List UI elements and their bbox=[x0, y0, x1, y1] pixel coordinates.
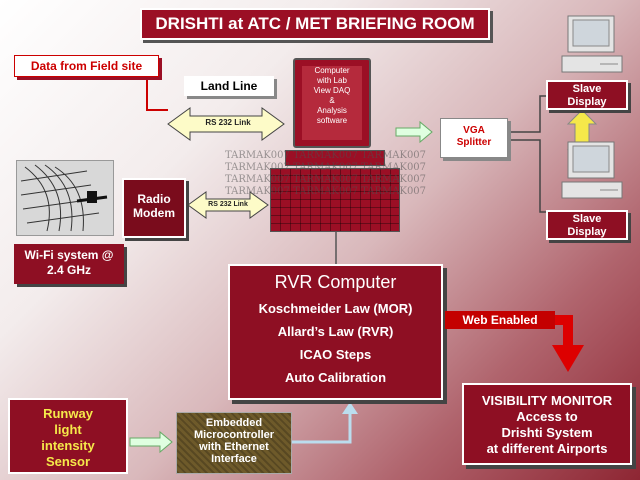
visibility-line: VISIBILITY MONITOR bbox=[481, 393, 613, 408]
rs232-top-label: RS 232 Link bbox=[205, 118, 251, 127]
sensor-line: Runway bbox=[43, 406, 93, 421]
computer-label-line: View DAQ bbox=[313, 86, 351, 95]
land-line-label: Land Line bbox=[184, 76, 274, 96]
web-arrow-head bbox=[552, 345, 584, 372]
computer-label-line: & bbox=[329, 96, 335, 105]
watermark: TARMAK007 TARMAK007 TARMAK007 TARMAK007 … bbox=[225, 150, 495, 198]
sensor-arrow bbox=[129, 430, 173, 454]
watermark-line: TARMAK007 TARMAK007 TARMAK007 bbox=[225, 150, 427, 161]
slave-display-2: Slave Display bbox=[546, 210, 628, 240]
rvr-computer-box: RVR Computer Koschmeider Law (MOR) Allar… bbox=[228, 264, 443, 400]
vga-to-slave2 bbox=[508, 139, 548, 213]
visibility-monitor-box: VISIBILITY MONITOR Access to Drishti Sys… bbox=[462, 383, 632, 465]
computer-label: Computer with Lab View DAQ & Analysis so… bbox=[302, 66, 362, 140]
computer-label-line: Computer bbox=[314, 66, 350, 75]
page-title: DRISHTI at ATC / MET BRIEFING ROOM bbox=[140, 8, 490, 40]
slave-display-line: Slave bbox=[572, 213, 602, 225]
sensor-line: light bbox=[54, 422, 82, 437]
rvr-heading: RVR Computer bbox=[274, 272, 397, 292]
web-enabled-label: Web Enabled bbox=[445, 311, 555, 329]
field-connector bbox=[146, 78, 168, 111]
micro-line: Microcontroller bbox=[193, 429, 275, 441]
vga-line: Splitter bbox=[456, 137, 492, 148]
rvr-item: Auto Calibration bbox=[284, 370, 387, 385]
micro-line: Interface bbox=[211, 453, 257, 465]
radio-modem-box: Radio Modem bbox=[122, 178, 186, 238]
wifi-label-line: Wi-Fi system @ bbox=[24, 248, 114, 262]
radio-modem-line: Modem bbox=[133, 206, 175, 220]
rvr-item: Koschmeider Law (MOR) bbox=[258, 301, 413, 316]
microcontroller-box: Embedded Microcontroller with Ethernet I… bbox=[176, 412, 292, 474]
antenna-image bbox=[16, 160, 114, 236]
watermark-line: TARMAK007 TARMAK007 TARMAK007 bbox=[225, 162, 427, 173]
slave-display-line: Slave bbox=[572, 83, 602, 95]
vga-arrow bbox=[395, 120, 433, 144]
micro-rvr-line bbox=[292, 412, 352, 444]
computer-label-line: software bbox=[316, 116, 348, 125]
keyboard-icon bbox=[270, 168, 400, 232]
wifi-label: Wi-Fi system @ 2.4 GHz bbox=[14, 244, 124, 284]
computer-label-line: Analysis bbox=[317, 106, 347, 115]
visibility-line: at different Airports bbox=[486, 441, 608, 456]
micro-line: with Ethernet bbox=[199, 441, 269, 453]
desktop-pc-icon bbox=[561, 15, 623, 73]
rs232-top-arrow bbox=[167, 107, 285, 141]
vga-to-slave1 bbox=[508, 95, 548, 133]
runway-sensor-box: Runway light intensity Sensor bbox=[8, 398, 128, 474]
rs232-bottom-arrow bbox=[187, 191, 269, 219]
watermark-line: TARMAK007 TARMAK007 TARMAK007 bbox=[225, 186, 427, 197]
computer-base bbox=[285, 150, 385, 166]
desktop-pc-icon bbox=[561, 141, 623, 199]
micro-line: Embedded bbox=[205, 417, 263, 429]
micro-rvr-arrowhead bbox=[342, 402, 358, 414]
slave-display-line: Display bbox=[567, 226, 607, 238]
watermark-line: TARMAK007 TARMAK007 TARMAK007 bbox=[225, 174, 427, 185]
rvr-item: ICAO Steps bbox=[299, 347, 372, 362]
grid-antenna-icon bbox=[17, 161, 113, 235]
visibility-line: Drishti System bbox=[501, 425, 593, 440]
sensor-line: intensity bbox=[41, 438, 95, 453]
computer-label-line: with Lab bbox=[317, 76, 347, 85]
rs232-bottom-label: RS 232 Link bbox=[208, 201, 248, 208]
rvr-item: Allard’s Law (RVR) bbox=[277, 324, 394, 339]
radio-modem-line: Radio bbox=[137, 192, 171, 206]
slave-display-line: Display bbox=[567, 96, 607, 108]
visibility-line: Access to bbox=[516, 409, 578, 424]
vga-splitter-box: VGA Splitter bbox=[440, 118, 508, 158]
sensor-line: Sensor bbox=[45, 454, 91, 469]
slave-display-1: Slave Display bbox=[546, 80, 628, 110]
wifi-label-line: 2.4 GHz bbox=[46, 263, 91, 277]
vga-line: VGA bbox=[463, 125, 485, 136]
field-site-label: Data from Field site bbox=[14, 55, 159, 77]
